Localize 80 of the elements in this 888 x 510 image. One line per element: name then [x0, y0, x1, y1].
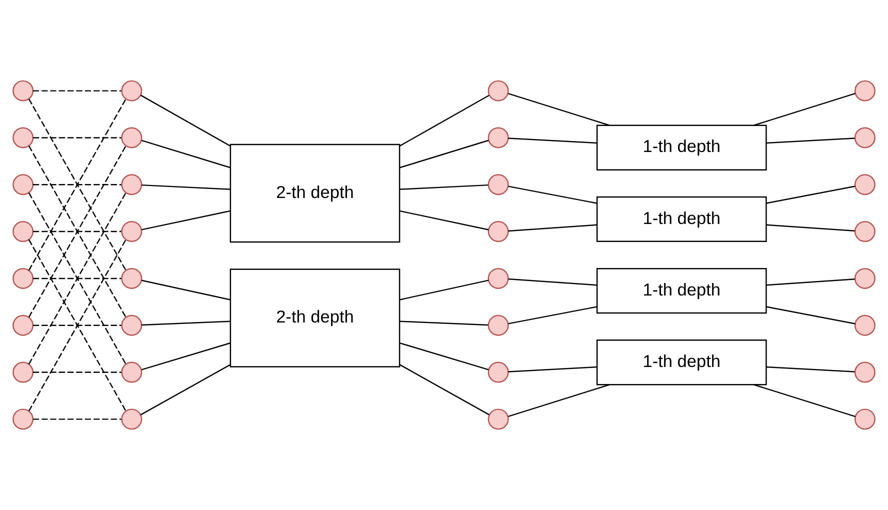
node-circle [12, 174, 34, 196]
node-circle [121, 408, 142, 430]
connector [32, 230, 122, 232]
connector [508, 384, 610, 418]
node-box: 1-th depth [596, 268, 767, 314]
connector [142, 320, 230, 326]
connector [400, 342, 489, 370]
connector [142, 210, 230, 230]
connector [400, 184, 488, 190]
connector [766, 306, 856, 324]
connector [141, 342, 230, 370]
node-circle [12, 221, 34, 242]
node-circle [488, 127, 509, 148]
node-circle [854, 174, 876, 196]
connector [508, 224, 597, 232]
connector [508, 366, 597, 372]
node-circle [854, 268, 876, 289]
connector [28, 239, 126, 412]
node-box: 2-th depth [230, 144, 400, 243]
connector [32, 278, 122, 280]
node-box: 2-th depth [230, 268, 400, 368]
connector [32, 90, 122, 92]
connector [508, 278, 597, 286]
node-circle [12, 408, 34, 430]
node-circle [12, 362, 34, 383]
connector [508, 92, 610, 126]
node-box: 1-th depth [596, 124, 767, 170]
connector [508, 186, 598, 204]
node-circle [488, 268, 509, 289]
connector [400, 210, 489, 230]
connector [766, 366, 855, 372]
connector [32, 184, 122, 186]
node-circle [121, 221, 142, 242]
connector [32, 418, 122, 420]
node-circle [12, 80, 34, 102]
connector [400, 280, 489, 300]
connector [142, 280, 230, 300]
connector [28, 98, 126, 271]
node-circle [488, 174, 509, 196]
connector [400, 140, 489, 168]
node-circle [488, 408, 509, 430]
node-box: 1-th depth [596, 196, 767, 242]
connector [766, 186, 856, 204]
node-box: 1-th depth [596, 340, 767, 386]
connector [508, 138, 597, 144]
node-circle [12, 314, 34, 336]
connector [32, 372, 122, 373]
node-circle [121, 362, 142, 383]
node-circle [121, 174, 142, 196]
connector [399, 364, 490, 416]
node-circle [121, 268, 142, 289]
connector [140, 364, 230, 416]
node-circle [854, 408, 876, 430]
connector [766, 224, 855, 232]
node-circle [488, 362, 509, 383]
node-circle [121, 127, 142, 148]
node-circle [12, 127, 34, 148]
connector [141, 140, 230, 168]
node-circle [854, 127, 876, 148]
node-circle [488, 221, 509, 242]
node-circle [854, 221, 876, 242]
connector [754, 384, 856, 418]
connector [400, 320, 488, 326]
node-circle [12, 268, 34, 289]
connector [142, 184, 230, 190]
connector [766, 138, 855, 144]
node-circle [854, 314, 876, 336]
node-circle [121, 80, 142, 102]
connector [754, 92, 856, 126]
connector [399, 94, 490, 146]
node-circle [488, 314, 509, 336]
connector [766, 278, 855, 286]
connector [32, 324, 122, 326]
connector [508, 306, 598, 324]
connector [32, 137, 122, 138]
node-circle [488, 80, 509, 102]
connector [140, 94, 230, 146]
node-circle [854, 80, 876, 102]
node-circle [121, 314, 142, 336]
node-circle [854, 362, 876, 383]
